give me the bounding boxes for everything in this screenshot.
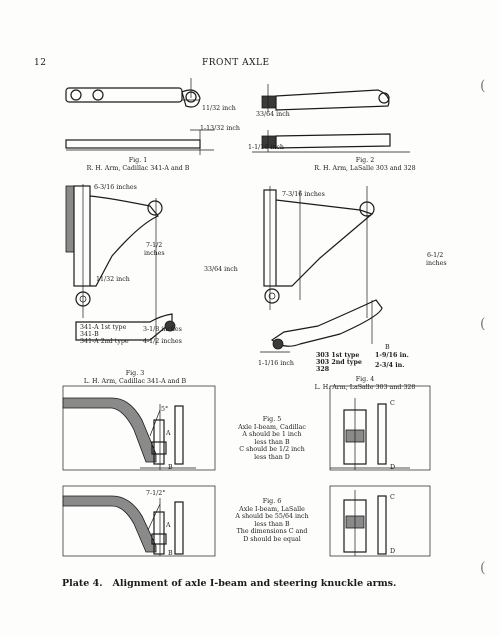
fig6-caption-line: The dimensions C and: [236, 528, 308, 536]
fig6-letter-b: B: [168, 550, 173, 557]
fig5-letter-b: B: [168, 464, 173, 471]
fig6-caption-line: A should be 55/64 inch: [235, 513, 309, 521]
fig3-dim-top: 6-3/16 inches: [94, 184, 137, 191]
fig4-dim-bottom: 1-1/16 inch: [258, 360, 294, 367]
fig3-row-model: 341-A 2nd type: [80, 338, 129, 345]
margin-mark: (: [480, 78, 486, 94]
fig5-caption-line: C should be 1/2 inch: [239, 446, 305, 454]
fig3-caption-title: L. H. Arm, Cadillac 341-A and B: [83, 377, 187, 385]
fig3-dim-mid-1: 7-1/2: [146, 242, 163, 249]
fig4-drawing: [260, 186, 383, 353]
fig4-caption-title: L. H. Arm, LaSalle 303 and 328: [314, 383, 416, 391]
fig3-table-row: 341-B: [80, 331, 99, 338]
fig3-drawing: [65, 184, 176, 345]
fig2-dim-bottom: 1-1/16 inch: [248, 144, 284, 151]
fig5-letter-a: A: [166, 430, 171, 437]
fig4-row-value: 2-3/4 in.: [375, 362, 405, 369]
fig3-caption: Fig. 3 L. H. Arm, Cadillac 341-A and B: [40, 370, 230, 385]
fig5-caption-line: less than D: [254, 453, 290, 461]
fig5-caption-line: A should be 1 inch: [242, 431, 302, 439]
fig5-letter-d: D: [390, 464, 396, 471]
fig2-dim-top: 33/64 inch: [256, 111, 290, 118]
fig4-letter-b: B: [385, 344, 390, 351]
fig4-table-row: 303 1st type: [316, 352, 359, 359]
fig3-dim-left: 11/32 inch: [96, 276, 130, 283]
fig3-dim-mid-2: inches: [144, 250, 165, 257]
fig4-caption: Fig. 4 L. H. Arm, LaSalle 303 and 328: [270, 376, 460, 391]
fig6-caption: Fig. 6 Axle I-beam, LaSalle A should be …: [222, 498, 322, 544]
fig6-letter-c: C: [390, 494, 395, 501]
fig3-row-value: 3-1/8 inches: [143, 326, 182, 333]
fig5-angle: 5°: [161, 406, 169, 413]
fig5-letter-c: C: [390, 400, 395, 407]
fig3-table-row: 341-A 2nd type: [80, 338, 129, 345]
fig4-table-row: 303 2nd type: [316, 359, 362, 366]
fig1-caption-number: Fig. 1: [128, 157, 148, 164]
fig5-caption-line: less than B: [254, 438, 290, 446]
fig6-letter-d: D: [390, 548, 396, 555]
fig3-caption-number: Fig. 3: [125, 370, 145, 377]
fig6-angle: 7-1/2°: [146, 490, 166, 497]
fig4-dim-right-1: 6-1/2: [427, 252, 444, 259]
fig2-caption-number: Fig. 2: [355, 157, 375, 164]
fig4-dim-right-2: inches: [426, 260, 447, 267]
fig1-dim-top: 11/32 inch: [202, 105, 236, 112]
page-title: FRONT AXLE: [202, 58, 270, 68]
fig5-drawing: [62, 385, 431, 471]
fig4-row-value: 1-9/16 in.: [375, 352, 409, 359]
fig1-dim-bottom: 1-13/32 inch: [200, 125, 240, 132]
fig4-table-row: 328: [316, 366, 329, 373]
plate-caption: Plate 4. Alignment of axle I-beam and st…: [62, 578, 397, 589]
fig6-drawing: [62, 485, 431, 557]
fig3-row-model: 341-A 1st type: [80, 324, 127, 331]
fig5-caption: Fig. 5 Axle I-beam, Cadillac A should be…: [222, 416, 322, 462]
fig6-letter-a: A: [166, 522, 171, 529]
fig1-caption: Fig. 1 R. H. Arm, Cadillac 341-A and B: [48, 157, 228, 172]
fig3-table-row: 341-A 1st type: [80, 324, 126, 331]
fig2-drawing: [252, 84, 410, 153]
fig4-row-model: 303 2nd type: [316, 359, 362, 366]
fig6-caption-line: D should be equal: [243, 535, 301, 543]
fig6-caption-line: Axle I-beam, LaSalle: [239, 505, 305, 513]
fig4-caption-number: Fig. 4: [355, 376, 375, 383]
fig6-caption-line: less than B: [254, 520, 290, 528]
margin-mark: (: [480, 316, 486, 332]
fig5-caption-line: Axle I-beam, Cadillac: [238, 423, 306, 431]
fig4-dim-top: 7-3/16 inches: [282, 191, 325, 198]
margin-mark: (: [480, 560, 486, 576]
fig3-row-value: 4-1/2 inches: [143, 338, 182, 345]
fig5-caption-line: Fig. 5: [262, 416, 282, 423]
fig3-row-model: 341-B: [80, 331, 99, 338]
fig2-caption-title: R. H. Arm, LaSalle 303 and 328: [314, 164, 416, 172]
fig4-row-model: 303 1st type: [316, 352, 360, 359]
page-number: 12: [34, 58, 47, 68]
fig6-caption-line: Fig. 6: [262, 498, 282, 505]
fig4-dim-left: 33/64 inch: [204, 266, 238, 273]
fig1-caption-title: R. H. Arm, Cadillac 341-A and B: [86, 164, 190, 172]
fig2-caption: Fig. 2 R. H. Arm, LaSalle 303 and 328: [270, 157, 460, 172]
fig1-drawing: [65, 78, 214, 155]
fig4-row-model: 328: [316, 366, 330, 373]
